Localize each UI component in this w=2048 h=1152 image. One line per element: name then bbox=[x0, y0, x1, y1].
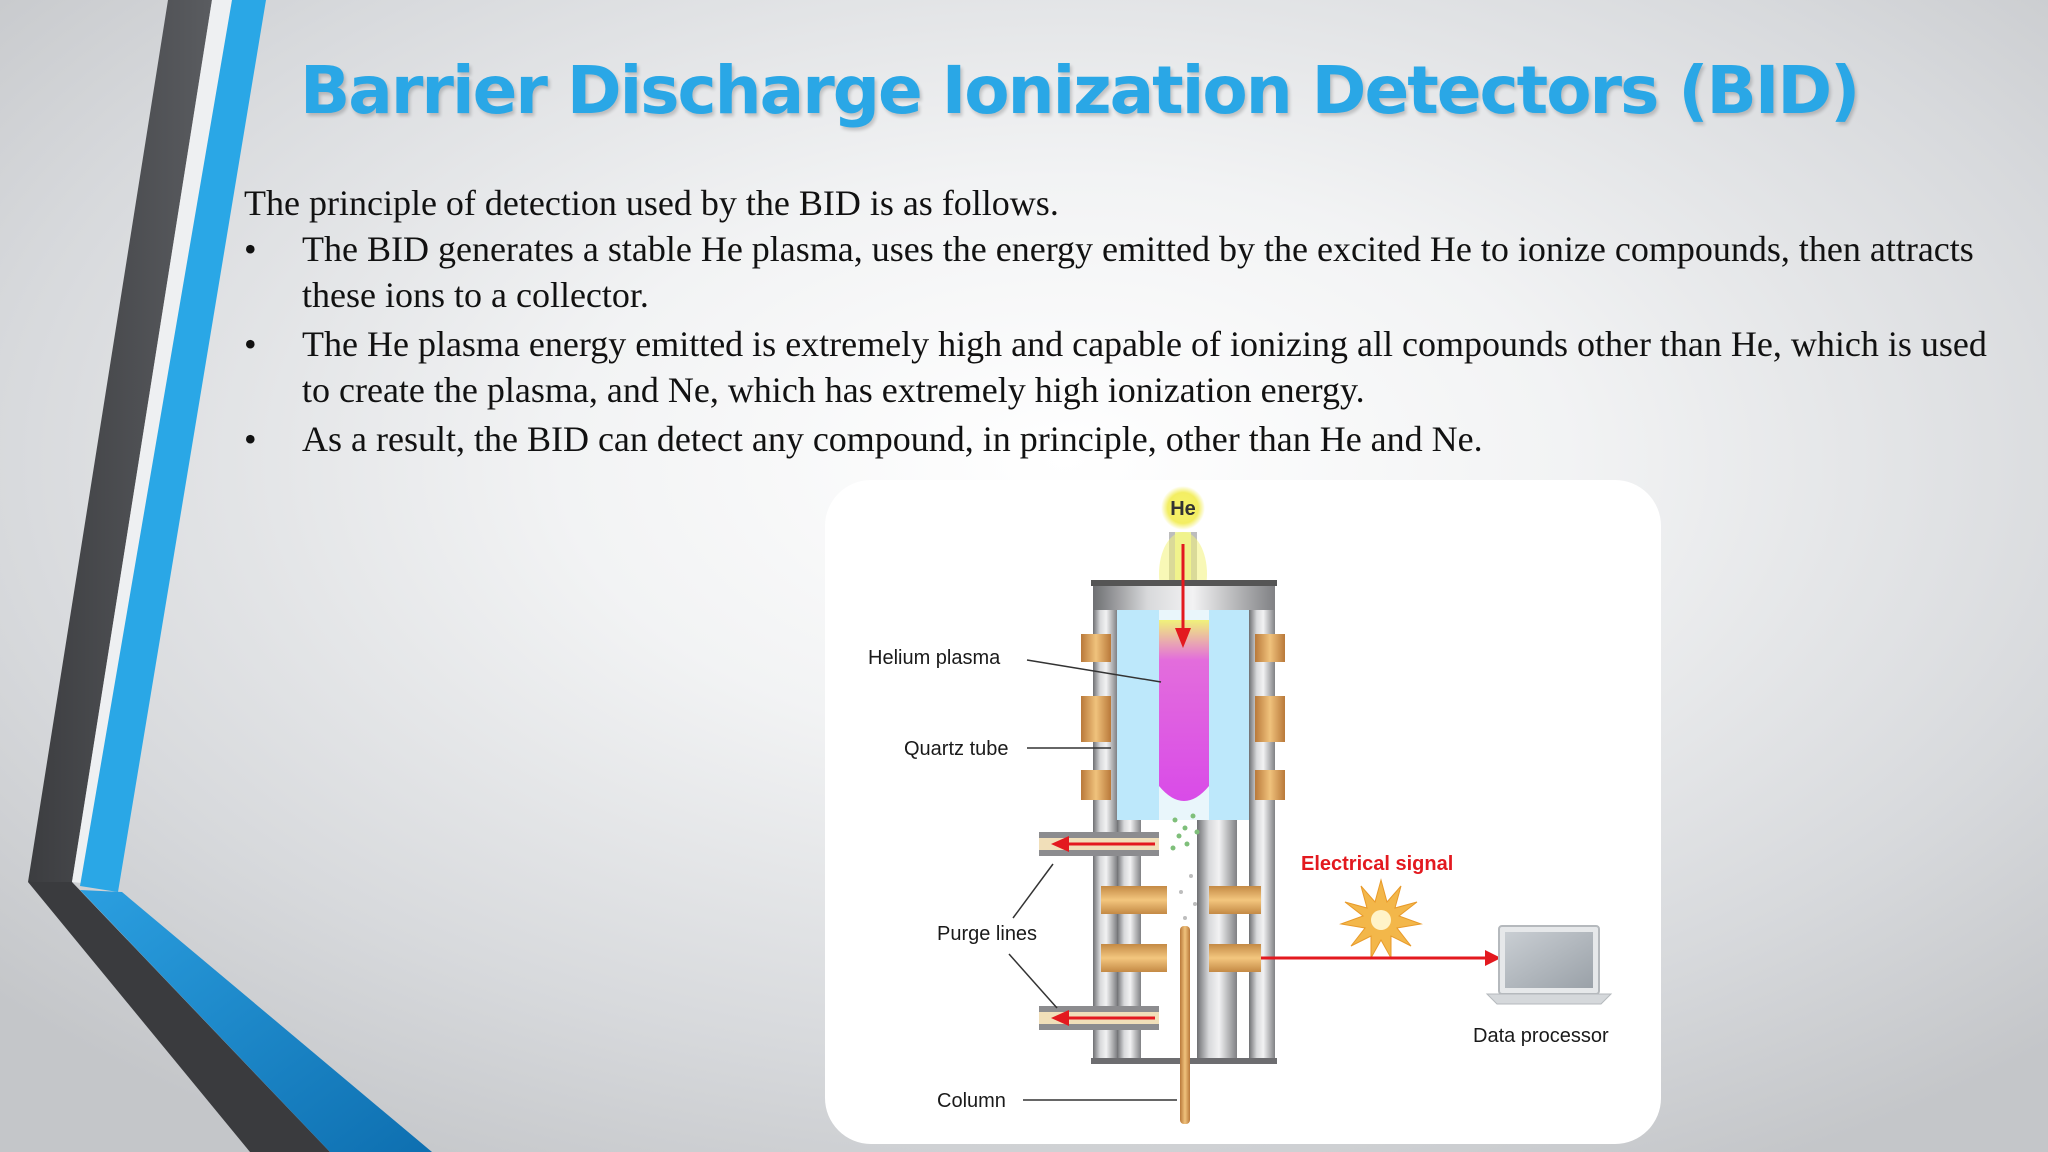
slide-decoration bbox=[28, 0, 432, 1152]
white-stripe bbox=[72, 0, 232, 884]
helium-plasma-label: Helium plasma bbox=[868, 647, 1001, 669]
quartz-tube-label: Quartz tube bbox=[904, 738, 1009, 760]
purge-line-lower bbox=[1039, 1006, 1159, 1030]
bullet-item: • As a result, the BID can detect any co… bbox=[244, 416, 2014, 462]
slide-title: Barrier Discharge Ionization Detectors (… bbox=[300, 52, 1860, 129]
bullet-item: • The BID generates a stable He plasma, … bbox=[244, 226, 2014, 318]
collector-electrodes bbox=[1101, 886, 1261, 972]
data-processor-label: Data processor bbox=[1473, 1025, 1609, 1047]
column-label: Column bbox=[937, 1090, 1006, 1112]
purge-lines-label: Purge lines bbox=[937, 923, 1037, 945]
bullet-marker: • bbox=[244, 419, 257, 459]
bullet-list: • The BID generates a stable He plasma, … bbox=[244, 226, 2014, 462]
he-flow-arrow bbox=[1175, 544, 1191, 648]
blue-lower-band bbox=[80, 890, 432, 1152]
bullet-marker: • bbox=[244, 229, 257, 269]
purge-line-upper bbox=[1039, 832, 1159, 856]
leader-lines bbox=[1008, 659, 1177, 1101]
bullet-marker: • bbox=[244, 324, 257, 364]
he-label: He bbox=[1170, 498, 1196, 520]
bullet-text: As a result, the BID can detect any comp… bbox=[302, 419, 1483, 459]
he-bubble bbox=[1161, 486, 1205, 530]
bullet-text: The BID generates a stable He plasma, us… bbox=[302, 229, 1974, 315]
bullet-item: • The He plasma energy emitted is extrem… bbox=[244, 321, 2014, 413]
gray-lower-band bbox=[28, 882, 330, 1152]
electrical-signal-label: Electrical signal bbox=[1301, 853, 1453, 875]
intro-text: The principle of detection used by the B… bbox=[244, 183, 1059, 223]
ion-particles bbox=[1170, 813, 1200, 920]
blue-stripe bbox=[80, 0, 266, 892]
helium-plasma bbox=[1159, 620, 1209, 801]
slide-body: The principle of detection used by the B… bbox=[244, 180, 2014, 462]
outer-electrodes bbox=[1081, 634, 1285, 800]
signal-arrow bbox=[1261, 950, 1501, 966]
bid-diagram-card: He bbox=[825, 480, 1661, 1144]
bullet-text: The He plasma energy emitted is extremel… bbox=[302, 324, 1987, 410]
spark-core bbox=[1371, 910, 1391, 930]
gray-stripe bbox=[28, 0, 212, 882]
column bbox=[1180, 926, 1190, 1124]
bid-diagram: He bbox=[868, 486, 1613, 1124]
laptop-icon bbox=[1485, 925, 1613, 1005]
